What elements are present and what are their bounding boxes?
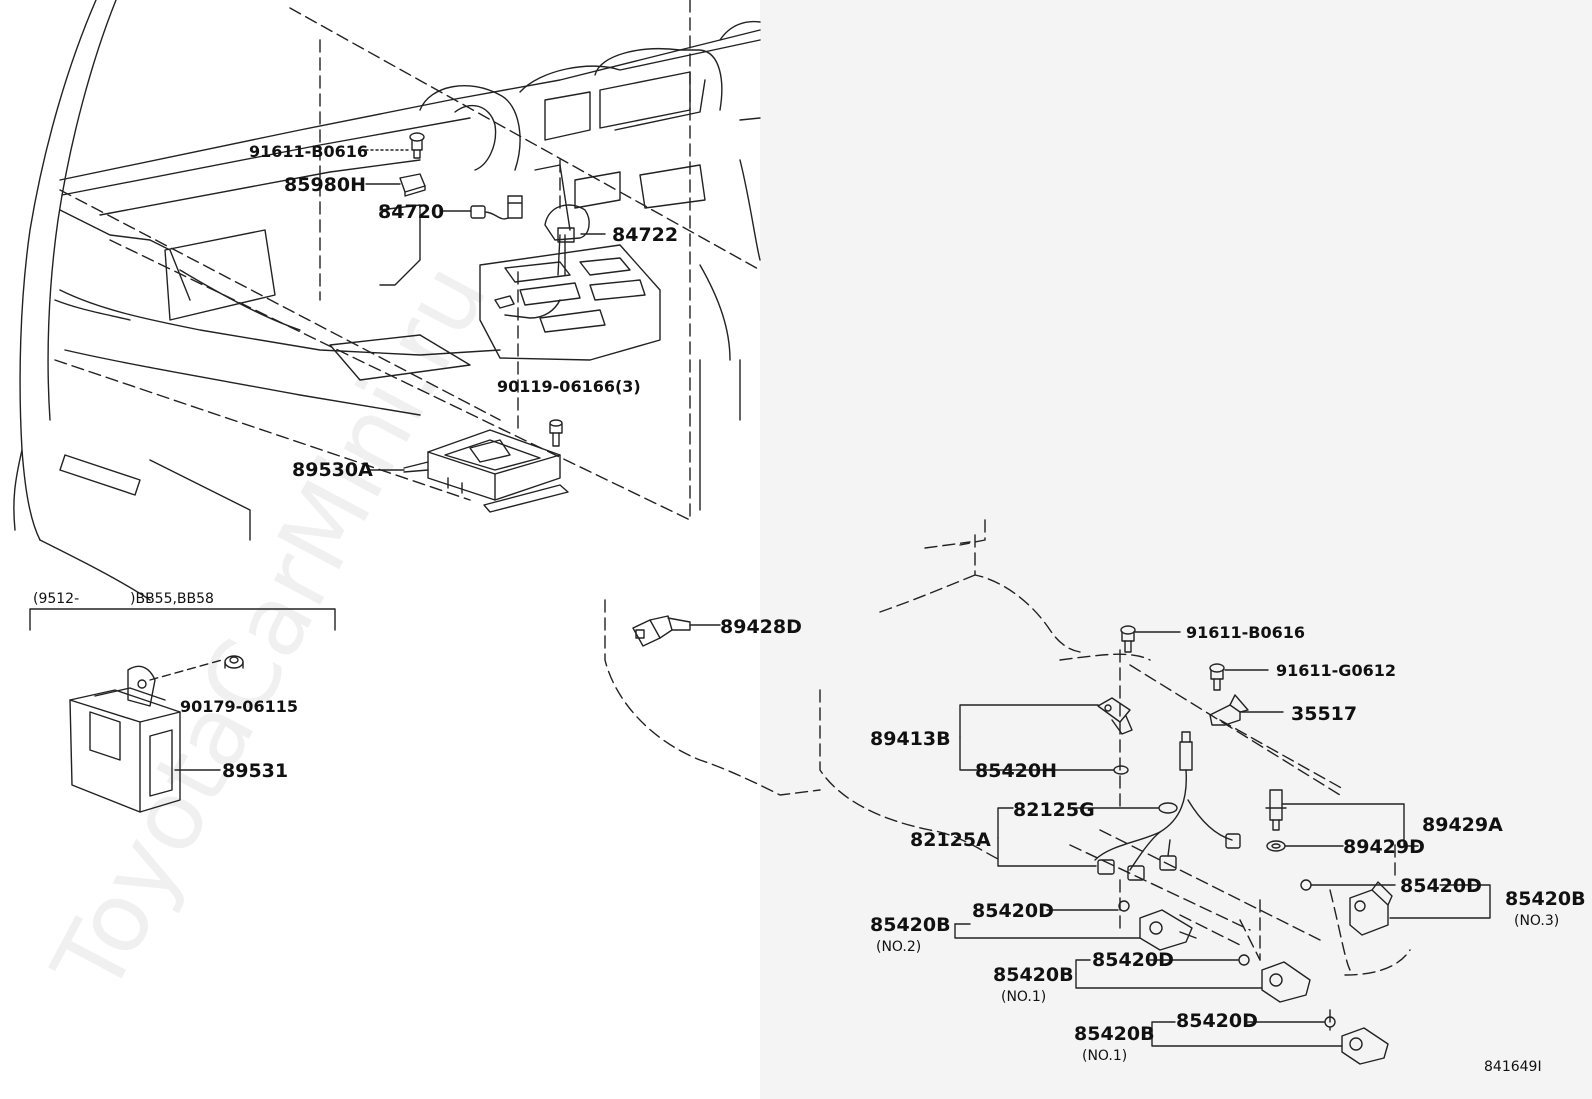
watermark: ToyotaCarMini.ru [31,246,509,1011]
leader-90179-dash [149,659,223,681]
variant-note-models: )BB55,BB58 [130,591,214,607]
washer-icon-89429d [1266,840,1286,852]
label-82125a: 82125A [910,829,991,851]
leader-lines [174,149,1491,1047]
label-91611-g0612: 91611-G0612 [1276,661,1396,680]
label-89413b: 89413B [870,728,951,750]
label-91611-b0616-right: 91611-B0616 [1186,623,1305,642]
drawing-id: 841649I [1484,1059,1542,1075]
bolt-icon-91611-g0612 [1209,663,1225,691]
knock-sensor-icon-no1-c [1341,1027,1389,1065]
part-labels: 91611-B0616 85980H 84720 84722 90119-061… [33,142,1586,1075]
variant-note-range: (9512- [33,591,79,607]
background-panel [760,0,1592,1099]
module-icon-89531 [69,665,181,813]
sensor-icon-89428d [632,615,691,647]
oring-icon-85420h [1113,765,1129,775]
label-no1-b: (NO.1) [1001,989,1046,1005]
label-35517: 35517 [1291,703,1357,725]
variant-bracket [29,608,336,631]
label-85420d-right: 85420D [1400,875,1482,897]
label-85420b-b: 85420B [993,964,1074,986]
sensor-icon-89413b [1097,697,1133,735]
nut-icon-90179 [224,655,244,669]
label-85420d-a: 85420D [972,900,1054,922]
label-85420h: 85420H [975,760,1057,782]
oring-icon-85420d-c [1324,1016,1336,1028]
label-89428d: 89428D [720,616,802,638]
label-89429d: 89429D [1343,836,1425,858]
shifter-icon-84722 [494,204,590,319]
label-89429a: 89429A [1422,814,1503,836]
label-85420b-right: 85420B [1505,888,1586,910]
label-85420b-c: 85420B [1074,1023,1155,1045]
label-85420b-a: 85420B [870,914,951,936]
label-91611-b0616-top: 91611-B0616 [249,142,368,161]
label-no1-c: (NO.1) [1082,1048,1127,1064]
oring-icon-85420d-a [1118,900,1130,912]
label-89530a: 89530A [292,459,373,481]
knock-sensor-icon-no3 [1349,881,1393,936]
oring-icon-85420d-r [1300,879,1312,891]
switch-icon-85980h [399,173,426,197]
label-84720: 84720 [378,201,444,223]
label-no3: (NO.3) [1514,913,1559,929]
label-90179-06115: 90179-06115 [180,697,298,716]
connector-icon-84720 [470,195,523,220]
label-82125g: 82125G [1013,799,1095,821]
bolt-icon-90119 [549,419,563,447]
screw-icon-91611-top [409,132,425,159]
label-90119-06166: 90119-06166(3) [497,377,641,396]
knock-sensor-icon-no1-b [1261,961,1311,1003]
knock-sensor-icon-no2 [1139,909,1197,951]
label-no2: (NO.2) [876,939,921,955]
oring-icon-85420d-b [1238,954,1250,966]
label-84722: 84722 [612,224,678,246]
label-85420d-b: 85420D [1092,949,1174,971]
bracket-icon-35517 [1209,694,1249,726]
label-89531: 89531 [222,760,288,782]
label-85980h: 85980H [284,174,366,196]
oring-icon-82125g [1158,802,1178,814]
bolt-icon-91611-b0616 [1120,625,1136,653]
ecu-icon-89530a [403,429,569,513]
sensor-icon-89429a [1265,789,1287,831]
harness-icon-82125a [1094,731,1241,881]
label-85420d-c: 85420D [1176,1010,1258,1032]
projection-lines [54,0,761,521]
engine-outline-dashed [604,519,1411,1031]
